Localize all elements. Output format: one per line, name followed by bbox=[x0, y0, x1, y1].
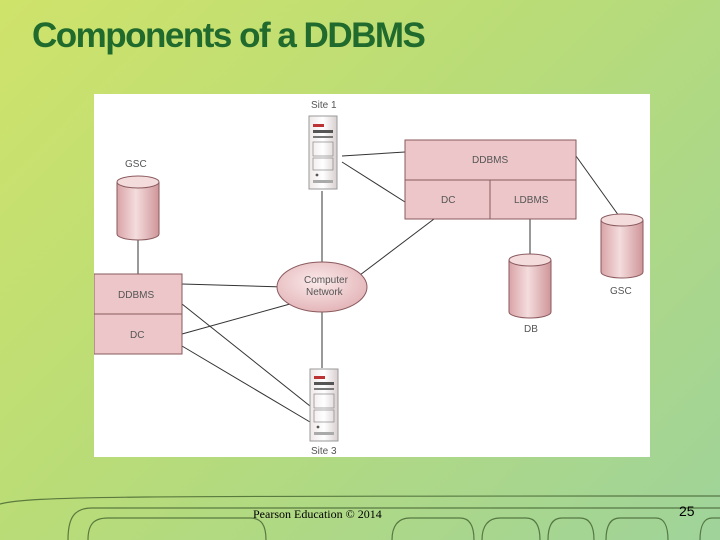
ddbms-diagram: Site 1 Site 3 GSC DDBMS DC DDBMS DC bbox=[94, 94, 650, 457]
connection-lines bbox=[137, 151, 620, 423]
gsc-right-database-icon bbox=[600, 213, 644, 279]
network-label-line2: Network bbox=[306, 287, 344, 298]
gsc-right-label: GSC bbox=[610, 286, 632, 297]
site3-label: Site 3 bbox=[311, 446, 337, 457]
top-ddbms-box bbox=[404, 139, 577, 181]
site1-label: Site 1 bbox=[311, 100, 337, 111]
top-ddbms-label: DDBMS bbox=[472, 155, 508, 166]
link-site1-ddbms bbox=[341, 151, 406, 157]
gsc-left-database-icon bbox=[116, 175, 160, 241]
link-network-dc bbox=[355, 218, 435, 279]
link-ddbms-gsc-right bbox=[575, 155, 620, 217]
slide-title: Components of a DDBMS bbox=[32, 16, 426, 55]
link-network-left-dc bbox=[181, 303, 291, 335]
network-label-line1: Computer bbox=[304, 275, 349, 286]
db-database-icon bbox=[508, 253, 552, 319]
site3-server-icon bbox=[309, 368, 339, 442]
computer-network-cloud bbox=[276, 261, 368, 313]
left-dc-label: DC bbox=[130, 330, 144, 341]
page-number: 25 bbox=[679, 503, 695, 519]
link-left-ddbms-site3 bbox=[181, 303, 311, 407]
left-dc-box bbox=[94, 313, 183, 355]
top-dc-box bbox=[404, 179, 491, 220]
site1-server-icon bbox=[308, 115, 338, 190]
left-ddbms-box bbox=[94, 273, 183, 315]
ldbms-box bbox=[489, 179, 577, 220]
top-dc-label: DC bbox=[441, 195, 455, 206]
left-ddbms-label: DDBMS bbox=[118, 290, 154, 301]
decorative-footer-curves bbox=[0, 495, 720, 540]
link-network-left-ddbms bbox=[181, 283, 285, 288]
link-left-dc-site3 bbox=[181, 345, 311, 423]
footer-copyright: Pearson Education © 2014 bbox=[253, 507, 382, 521]
ldbms-label: LDBMS bbox=[514, 195, 549, 206]
link-site1-dc bbox=[341, 161, 406, 203]
db-label: DB bbox=[524, 324, 538, 335]
gsc-left-label: GSC bbox=[125, 159, 147, 170]
